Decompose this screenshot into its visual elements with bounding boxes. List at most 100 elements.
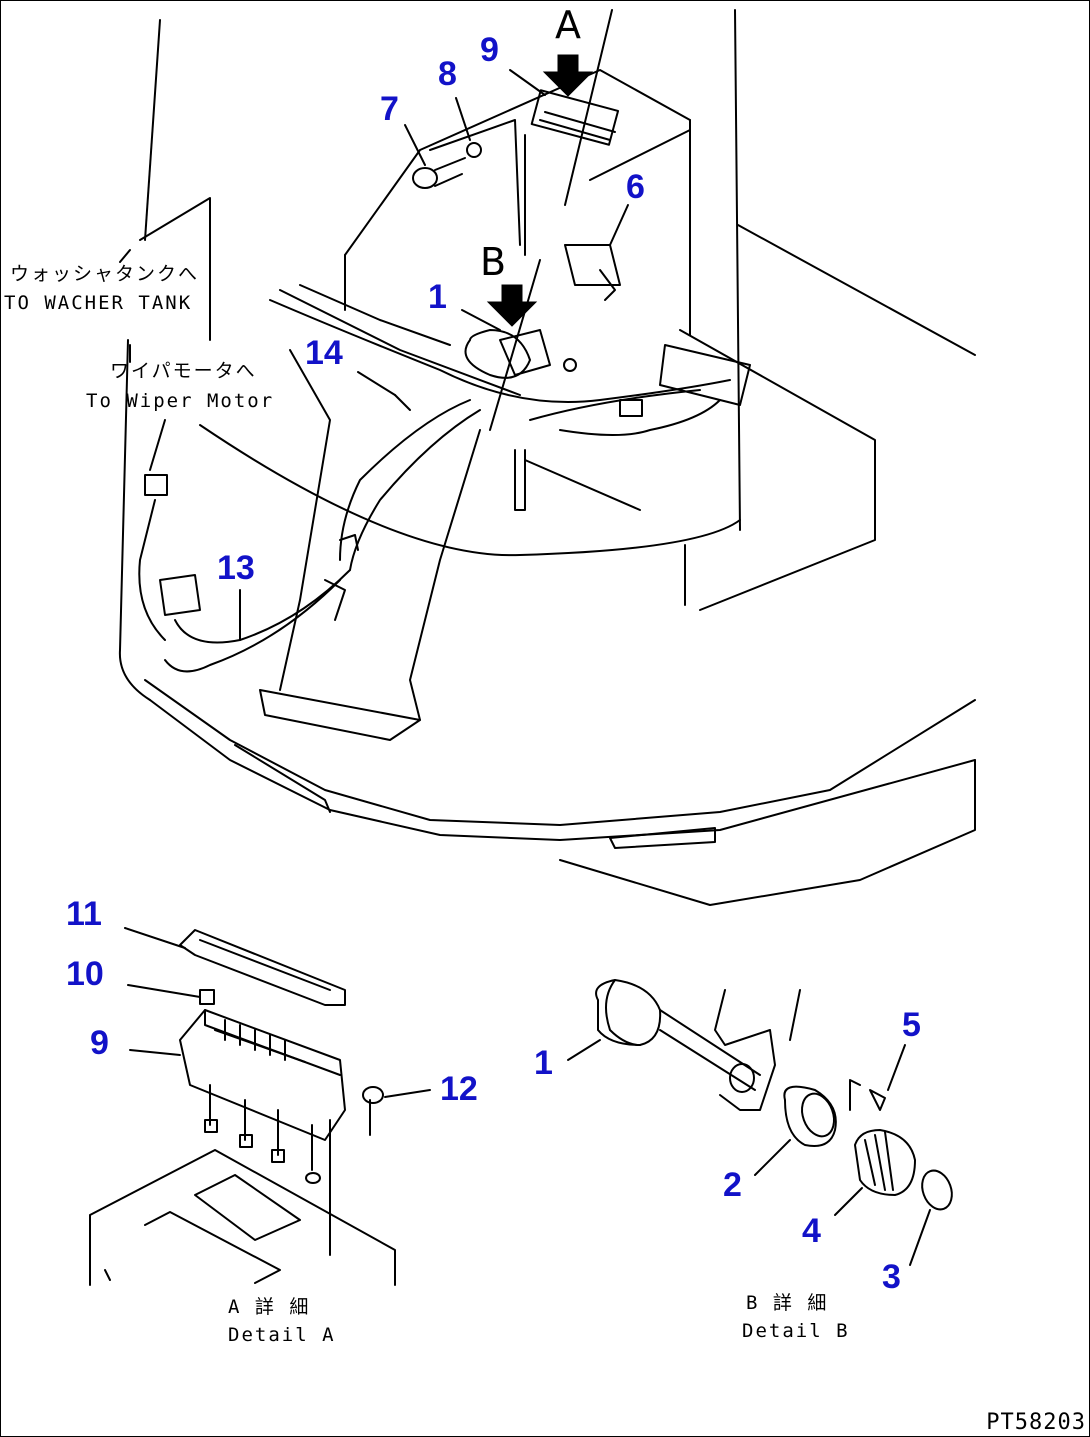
connector-right [619, 399, 643, 417]
harness-lower-2 [164, 579, 341, 673]
detail-a-terminals [209, 1084, 313, 1171]
clamp-14 [394, 394, 411, 411]
leader-14 [357, 371, 396, 396]
label-detail-b-en: Detail B [742, 1320, 850, 1342]
view-arrows [486, 54, 594, 327]
leader-7 [404, 124, 426, 166]
detail-b-screw-5 [869, 1089, 886, 1111]
cab-curve-lower [199, 424, 741, 557]
callout-10: 10 [66, 955, 104, 993]
callout-13: 13 [217, 549, 255, 587]
bolt-7 [412, 167, 438, 189]
duct-top-2 [299, 284, 451, 346]
bracket-13 [159, 574, 201, 616]
floor-right [559, 759, 976, 906]
detail-b-screw-5-base [849, 1079, 861, 1111]
detail-a-term-3 [271, 1149, 285, 1163]
callout-6: 6 [626, 168, 645, 206]
callout-1-detail: 1 [534, 1044, 553, 1082]
harness-down-1 [339, 399, 471, 561]
leader-3 [909, 1209, 931, 1266]
leader-11 [124, 927, 186, 949]
detail-a-term-2 [239, 1134, 253, 1148]
drawing-code: PT58203 [986, 1410, 1086, 1435]
detail-a-fuse-10 [199, 989, 215, 1005]
callout-9-main: 9 [480, 31, 499, 69]
leader-8 [455, 97, 471, 141]
callout-2: 2 [723, 1166, 742, 1204]
console-inner-1 [429, 119, 521, 246]
view-letter-a: A [555, 3, 581, 47]
label-detail-a-en: Detail A [228, 1324, 336, 1346]
cab-pillar-right [734, 9, 741, 531]
diagram-linework [89, 9, 976, 1286]
view-letter-b: B [480, 240, 507, 284]
cab-pillar-left [144, 19, 161, 241]
leader-wiper [149, 419, 166, 471]
harness-right [559, 399, 721, 436]
console-step-2 [524, 459, 641, 511]
leader-4 [834, 1187, 863, 1216]
harness-loop [464, 329, 531, 379]
label-detail-a-jp: A 詳 細 [228, 1296, 311, 1318]
label-wiper-jp: ワイパモータへ [110, 360, 257, 382]
label-washer-en: TO WACHER TANK [4, 292, 193, 314]
duct-right [409, 429, 481, 721]
leader-2 [754, 1139, 791, 1176]
callout-12: 12 [440, 1070, 478, 1108]
duct-base [259, 689, 421, 741]
duct-top [279, 289, 521, 396]
harness-main [269, 299, 731, 403]
detail-b-nut-2 [783, 1085, 837, 1147]
leader-12 [384, 1089, 431, 1098]
leader-A-shaft [564, 9, 613, 206]
leader-washer [119, 249, 131, 263]
console-top [344, 69, 691, 256]
leader-1 [461, 309, 501, 331]
harness-right-2 [529, 389, 701, 421]
harness-down-2 [349, 409, 481, 571]
arrow-a-icon [542, 54, 594, 97]
callout-8: 8 [438, 55, 457, 93]
harness-to-wiper [138, 499, 166, 641]
floor-slot [609, 827, 716, 849]
cab-wall-left [118, 339, 151, 701]
detail-b-bracket [714, 989, 776, 1111]
detail-a-screw-12 [362, 1086, 384, 1104]
leader-1-detail [567, 1039, 601, 1061]
connector-wiper [144, 474, 168, 496]
leader-9 [509, 69, 546, 96]
leader-10 [127, 984, 201, 998]
detail-a-fuse-slots [214, 1019, 306, 1063]
console-base-top [679, 329, 876, 611]
detail-b-cap-3 [921, 1169, 953, 1211]
detail-a-cover [179, 929, 346, 1006]
fuse-box-main [530, 89, 620, 146]
detail-b-hole [729, 1063, 755, 1093]
detail-a-term-4 [305, 1172, 321, 1184]
floor-front [144, 679, 976, 826]
detail-b-switch-shaft [659, 1009, 761, 1091]
callout-4: 4 [802, 1212, 821, 1250]
callout-3: 3 [882, 1258, 901, 1296]
relay-6-clip [599, 269, 616, 301]
label-washer-jp: ウォッシャタンクへ [10, 263, 200, 285]
callout-11: 11 [66, 895, 102, 933]
clip-lower-2 [324, 579, 346, 621]
washer-8 [466, 142, 482, 158]
floor-lower [149, 699, 976, 841]
detail-b-bracket-2 [789, 989, 801, 1041]
detail-a-plate-slot [194, 1174, 301, 1241]
harness-lower [174, 569, 351, 644]
ground-terminal [563, 358, 577, 372]
junction-right [659, 344, 751, 406]
callout-5: 5 [902, 1006, 921, 1044]
detail-b-nut-2-face [801, 1092, 835, 1138]
leader-5 [887, 1044, 906, 1091]
detail-b-switch-face [605, 979, 641, 1046]
cab-panel-edge [139, 197, 211, 341]
detail-a-plate [89, 1149, 396, 1286]
floor-base [234, 744, 331, 813]
